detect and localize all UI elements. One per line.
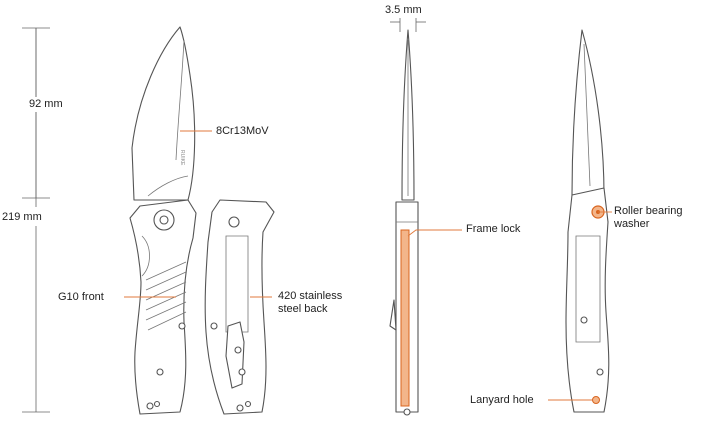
lanyard-hole	[592, 396, 600, 404]
rear-view-knife	[565, 29, 610, 413]
back-view-knife	[204, 199, 275, 415]
front-view-knife: RUIKE	[129, 26, 197, 415]
blade-steel-label: 8Cr13MoV	[216, 125, 269, 137]
frame-lock-bar	[400, 229, 410, 407]
front-handle	[129, 199, 197, 415]
handle-front-label: G10 front	[58, 291, 104, 303]
handle-back-label-line2: steel back	[278, 303, 328, 315]
pivot-label-line1: Roller bearing	[614, 205, 683, 217]
lanyard-label: Lanyard hole	[470, 394, 534, 406]
rear-blade	[571, 29, 605, 196]
handle-back-label-line1: 420 stainless	[278, 290, 343, 302]
pivot-label-line2: washer	[614, 218, 650, 230]
overall-length-label: 219 mm	[2, 210, 42, 225]
blade-length-label: 92 mm	[29, 97, 63, 112]
blade-thickness-label: 3.5 mm	[385, 4, 422, 16]
spine-view-knife	[389, 18, 426, 416]
frame-lock-leader	[407, 229, 462, 237]
rear-handle	[565, 187, 610, 413]
blade-marking: RUIKE	[179, 150, 185, 166]
back-handle	[204, 199, 275, 415]
blade-length-dimension	[22, 28, 50, 199]
frame-lock-label: Frame lock	[466, 223, 521, 235]
front-blade	[131, 26, 196, 201]
